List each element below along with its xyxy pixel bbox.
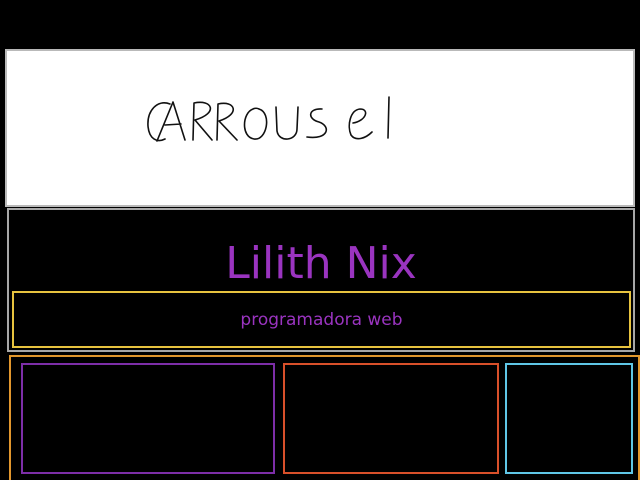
hero-section: Lilith Nix programadora web xyxy=(7,208,635,352)
subtitle-box: programadora web xyxy=(12,291,631,348)
carousel-handwritten-label xyxy=(147,96,390,142)
carousel[interactable] xyxy=(5,49,635,207)
hero-name: Lilith Nix xyxy=(225,238,417,289)
hero-subtitle: programadora web xyxy=(240,310,403,330)
cards-container xyxy=(9,355,640,480)
card-2[interactable] xyxy=(283,363,499,474)
card-3[interactable] xyxy=(505,363,633,474)
card-1[interactable] xyxy=(21,363,275,474)
